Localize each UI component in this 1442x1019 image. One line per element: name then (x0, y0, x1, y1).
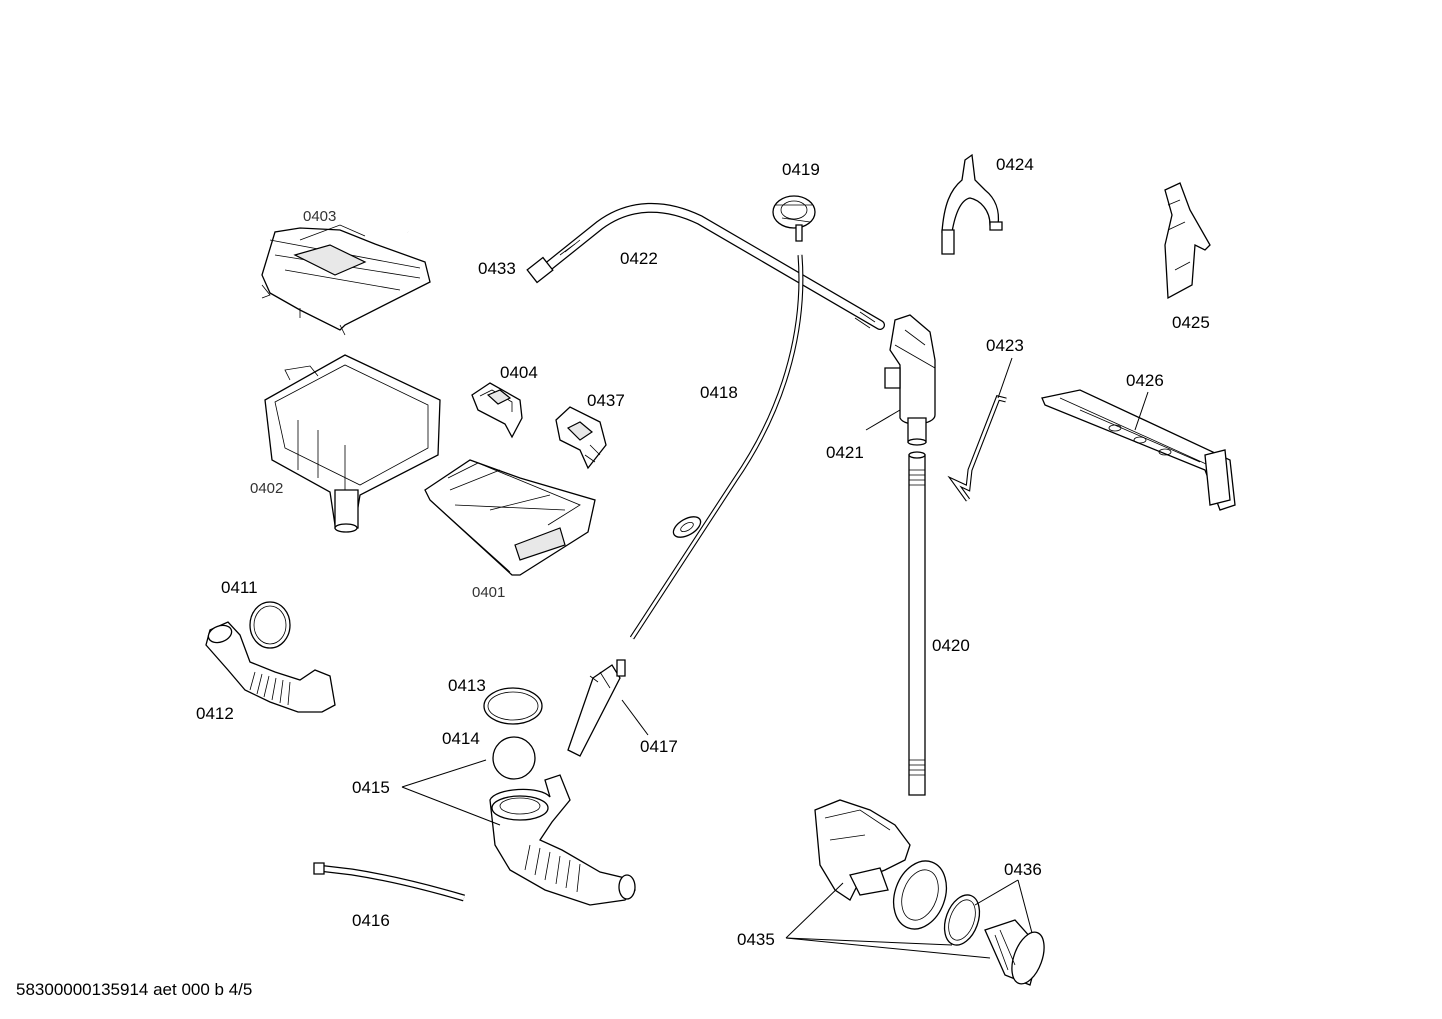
leader-0417 (621, 699, 649, 736)
part-0404-drawing (472, 383, 522, 437)
leader-0426 (1134, 391, 1149, 431)
part-0422-drawing (527, 208, 880, 328)
label-0401: 0401 (472, 584, 505, 601)
label-0421: 0421 (826, 443, 864, 462)
part-0403-drawing (262, 225, 430, 335)
label-0414: 0414 (442, 729, 480, 748)
label-0411: 0411 (221, 578, 258, 597)
part-0425-drawing (1165, 183, 1210, 298)
leader-0436-b (1017, 879, 1033, 934)
part-0413-drawing (484, 688, 542, 724)
label-0425: 0425 (1172, 313, 1210, 332)
label-0404: 0404 (500, 363, 538, 382)
leader-0435-b (785, 937, 953, 946)
part-0411-drawing (250, 602, 290, 648)
part-0401-drawing (425, 460, 595, 575)
leader-0435-a (785, 882, 844, 939)
label-0435: 0435 (737, 930, 775, 949)
label-0422: 0422 (620, 249, 658, 268)
label-0420: 0420 (932, 636, 970, 655)
label-0423: 0423 (986, 336, 1024, 355)
label-0436: 0436 (1004, 860, 1042, 879)
label-0437: 0437 (587, 391, 625, 410)
document-code: 58300000135914 aet 000 b 4/5 (16, 980, 253, 999)
label-0412: 0412 (196, 704, 234, 723)
part-0414-drawing (493, 737, 535, 779)
label-0415: 0415 (352, 778, 390, 797)
part-0418-drawing (632, 255, 801, 638)
part-0415-drawing (490, 775, 635, 905)
part-0436-drawing (938, 890, 1050, 988)
part-0437-drawing (556, 407, 606, 468)
leader-0436-a (974, 879, 1019, 906)
leader-0421 (865, 409, 901, 431)
label-0418: 0418 (700, 383, 738, 402)
label-0416: 0416 (352, 911, 390, 930)
leader-0415-b (401, 786, 501, 826)
leader-0435-c (785, 937, 991, 959)
part-0417-drawing (568, 660, 625, 756)
part-0412-drawing (206, 622, 335, 712)
part-0433-drawing (408, 232, 468, 322)
label-0403: 0403 (303, 208, 336, 225)
part-0420-drawing (909, 452, 925, 795)
leader-0423 (997, 357, 1013, 399)
label-0419: 0419 (782, 160, 820, 179)
part-0402-drawing (265, 355, 440, 532)
leader-0415-a (401, 759, 487, 788)
part-0424-drawing (942, 155, 1002, 254)
part-0421-drawing (885, 315, 935, 445)
label-0417: 0417 (640, 737, 678, 756)
part-0419-drawing (773, 196, 815, 241)
label-0424: 0424 (996, 155, 1034, 174)
part-0416-drawing (314, 863, 464, 898)
label-0426: 0426 (1126, 371, 1164, 390)
part-0435-drawing (815, 800, 955, 936)
part-0423-drawing (955, 398, 1006, 500)
label-0433: 0433 (478, 259, 516, 278)
part-0426-drawing (1042, 390, 1235, 510)
label-0402: 0402 (250, 480, 283, 497)
label-0413: 0413 (448, 676, 486, 695)
